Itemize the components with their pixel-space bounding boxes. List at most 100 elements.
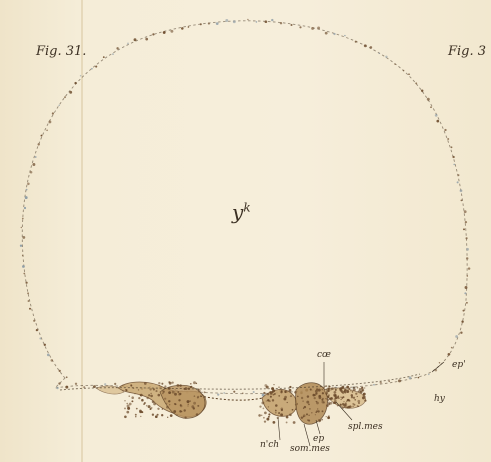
cell-dot [148, 394, 151, 397]
cell-dot [345, 400, 348, 403]
nucleus-dot [112, 53, 114, 55]
cell-dot [333, 401, 335, 404]
nucleus-dot [102, 56, 105, 58]
cell-dot [193, 401, 197, 405]
cell-dot [178, 399, 181, 402]
cell-dot [283, 397, 287, 401]
cell-dot [189, 400, 191, 402]
cell-dot [171, 390, 175, 394]
cell-dot [151, 413, 155, 416]
cell-dot [316, 410, 318, 413]
cell-dot [280, 413, 284, 417]
cell-dot [328, 417, 330, 419]
cell-dot [147, 405, 151, 409]
cell-dot [341, 397, 344, 399]
nucleus-dot [466, 247, 470, 251]
cell-dot [128, 402, 132, 406]
cell-dot [358, 387, 362, 391]
cell-dot [357, 399, 361, 403]
cell-dot [289, 385, 292, 389]
cell-dot [351, 391, 354, 393]
label-yolk-k: k [243, 200, 251, 215]
cell-dot [189, 382, 192, 385]
cell-dot [263, 391, 266, 395]
cell-dot [297, 395, 299, 398]
nucleus-dot [232, 20, 236, 24]
cell-dot [316, 401, 319, 405]
nucleus-dot [27, 292, 29, 295]
cell-dot [264, 384, 268, 387]
cell-dot [124, 400, 126, 402]
cell-dot [355, 392, 358, 395]
cell-dot [356, 395, 358, 398]
cell-dot [341, 391, 345, 395]
nucleus-dot [40, 134, 43, 137]
label-yolk: yk [232, 200, 251, 224]
cell-dot [153, 402, 156, 406]
nucleus-dot [465, 257, 469, 260]
nucleus-dot [464, 292, 467, 295]
cell-dot [167, 416, 169, 418]
nucleus-dot [447, 137, 450, 141]
nucleus-dot [58, 382, 61, 385]
nucleus-dot [21, 217, 24, 220]
cell-dot [272, 393, 275, 396]
cell-dot [137, 389, 140, 391]
nucleus-dot [378, 52, 381, 55]
nucleus-dot [394, 63, 396, 65]
cell-dot [197, 404, 200, 407]
cell-dot [168, 400, 171, 403]
cell-dot [354, 386, 356, 388]
cell-dot [179, 392, 182, 396]
nucleus-dot [22, 235, 26, 239]
nucleus-dot [46, 129, 48, 132]
nucleus-dot [83, 386, 86, 389]
cell-dot [164, 385, 167, 388]
cell-dot [162, 392, 164, 395]
cell-dot [131, 400, 134, 403]
cell-dot [195, 413, 199, 416]
nucleus-dot [48, 120, 52, 124]
cell-dot [174, 392, 177, 396]
nucleus-dot [145, 37, 149, 41]
leader-lines [277, 361, 445, 447]
cell-dot [317, 410, 320, 413]
cell-dot [308, 419, 311, 422]
cell-dot [173, 403, 176, 405]
nucleus-dot [65, 385, 69, 389]
cell-dot [334, 387, 336, 389]
cell-dot [316, 388, 319, 391]
cell-dot [127, 406, 131, 410]
cell-dot [130, 384, 133, 387]
cell-dot [361, 390, 363, 392]
nucleus-dot [385, 55, 388, 59]
cell-dot [143, 402, 146, 404]
cell-dot [125, 389, 128, 392]
cell-dot [289, 413, 292, 417]
cell-dot [189, 386, 192, 389]
nucleus-dot [438, 362, 441, 364]
nucleus-dot [56, 386, 59, 390]
nucleus-dot [408, 73, 410, 76]
cell-dot [280, 390, 283, 393]
nucleus-dot [35, 328, 39, 332]
cell-dot [280, 407, 284, 411]
nucleus-dot [398, 379, 401, 383]
nucleus-dot [152, 33, 155, 36]
cell-dot [173, 410, 177, 413]
nucleus-dot [25, 281, 28, 284]
cell-dot [157, 393, 161, 397]
cell-dot [333, 391, 337, 394]
nucleus-dot [74, 81, 77, 85]
cell-dot [339, 387, 342, 391]
cell-dot [321, 410, 324, 413]
cell-dot [317, 388, 321, 392]
cell-dot [327, 399, 330, 401]
cell-dot [302, 407, 305, 409]
nucleus-dot [402, 69, 405, 72]
cell-dot [140, 415, 142, 418]
nucleus-dot [299, 26, 302, 29]
cell-dot [334, 388, 337, 391]
nucleus-dot [450, 146, 453, 149]
